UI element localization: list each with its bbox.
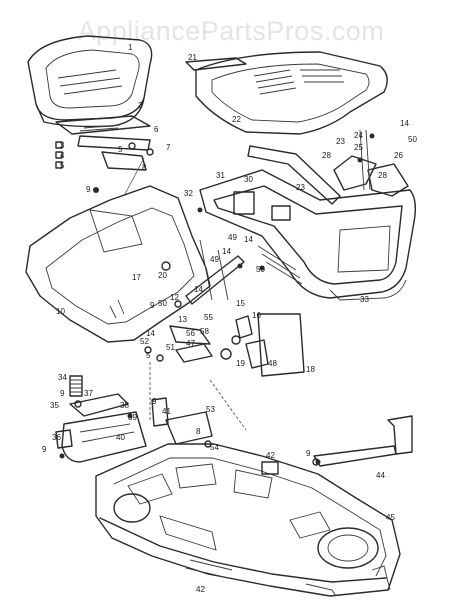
- callout-c28b: 28: [378, 171, 387, 180]
- callout-c9a: 9: [86, 185, 91, 194]
- callout-c51: 51: [166, 343, 175, 352]
- callout-c6: 6: [154, 125, 159, 134]
- callout-c35: 35: [50, 401, 59, 410]
- callout-c2: 2: [138, 101, 143, 110]
- callout-c23b: 23: [296, 183, 305, 192]
- callout-c15: 15: [236, 299, 245, 308]
- callout-c25: 25: [354, 143, 363, 152]
- callout-c17: 17: [132, 273, 141, 282]
- callout-c40: 40: [116, 433, 125, 442]
- callout-c13: 13: [178, 315, 187, 324]
- callout-c39: 39: [128, 413, 137, 422]
- callout-c50c: 50: [408, 135, 417, 144]
- callout-c32: 32: [184, 189, 193, 198]
- rear-bracket-part: [312, 415, 413, 467]
- callout-c31: 31: [216, 171, 225, 180]
- callout-c7: 7: [166, 143, 171, 152]
- callout-c33: 33: [360, 295, 369, 304]
- callout-c53: 53: [206, 405, 215, 414]
- callout-c9d: 9: [42, 445, 47, 454]
- hood-part: [185, 51, 388, 135]
- callout-c41: 41: [162, 407, 171, 416]
- callout-c19: 19: [236, 359, 245, 368]
- callout-c5c: 5: [146, 351, 151, 360]
- callout-labels: 1234556789101213141414141415161718192021…: [42, 43, 417, 594]
- fender-part: [25, 185, 211, 343]
- callout-c38: 38: [120, 401, 129, 410]
- callout-c48: 48: [268, 359, 277, 368]
- seat-part: [27, 35, 153, 128]
- callout-c18: 18: [306, 365, 315, 374]
- callout-c52: 52: [140, 337, 149, 346]
- callout-c9b: 9: [150, 301, 155, 310]
- callout-c24: 24: [354, 131, 363, 140]
- callout-c44: 44: [376, 471, 385, 480]
- callout-c8b: 8: [196, 427, 201, 436]
- callout-c5b: 5: [118, 145, 123, 154]
- seat-bracket-part: [55, 115, 154, 197]
- callout-c14a: 14: [222, 247, 231, 256]
- callout-c36: 36: [52, 433, 61, 442]
- callout-c55: 55: [204, 313, 213, 322]
- chassis-frame-part: [95, 443, 401, 597]
- callout-c14c: 14: [194, 285, 203, 294]
- callout-c30: 30: [244, 175, 253, 184]
- callout-c54: 54: [210, 443, 219, 452]
- callout-c14e: 14: [400, 119, 409, 128]
- callout-c14d: 14: [146, 329, 155, 338]
- callout-c37: 37: [84, 389, 93, 398]
- callout-c56: 56: [186, 329, 195, 338]
- callout-c42a: 42: [266, 451, 275, 460]
- callout-c8: 8: [142, 163, 147, 172]
- callout-c50a: 50: [158, 299, 167, 308]
- fastener-marks: [59, 133, 375, 465]
- callout-c3: 3: [60, 141, 65, 150]
- callout-c49b: 49: [228, 233, 237, 242]
- callout-c26: 26: [394, 151, 403, 160]
- callout-c22: 22: [232, 115, 241, 124]
- callout-c45: 45: [386, 513, 395, 522]
- callout-c10: 10: [56, 307, 65, 316]
- callout-c23a: 23: [336, 137, 345, 146]
- callout-c9e: 9: [306, 449, 311, 458]
- callout-c58: 58: [200, 327, 209, 336]
- callout-c21: 21: [188, 53, 197, 62]
- grille-frame-part: [199, 129, 417, 301]
- callout-c20: 20: [158, 271, 167, 280]
- steering-linkage-part: [144, 239, 305, 431]
- callout-c14b: 14: [244, 235, 253, 244]
- callout-c42b: 42: [196, 585, 205, 594]
- callout-c9f: 9: [152, 397, 157, 406]
- callout-c34: 34: [58, 373, 67, 382]
- callout-c4: 4: [60, 151, 65, 160]
- callout-c9c: 9: [60, 389, 65, 398]
- callout-c50b: 50: [256, 265, 265, 274]
- callout-c1: 1: [128, 43, 133, 52]
- callout-c28a: 28: [322, 151, 331, 160]
- callout-c5a: 5: [60, 161, 65, 170]
- callout-c12: 12: [170, 293, 179, 302]
- callout-c47: 47: [186, 339, 195, 348]
- callout-c49a: 49: [210, 255, 219, 264]
- watermark-text: AppliancePartsPros.com: [78, 16, 385, 46]
- callout-c16: 16: [252, 311, 261, 320]
